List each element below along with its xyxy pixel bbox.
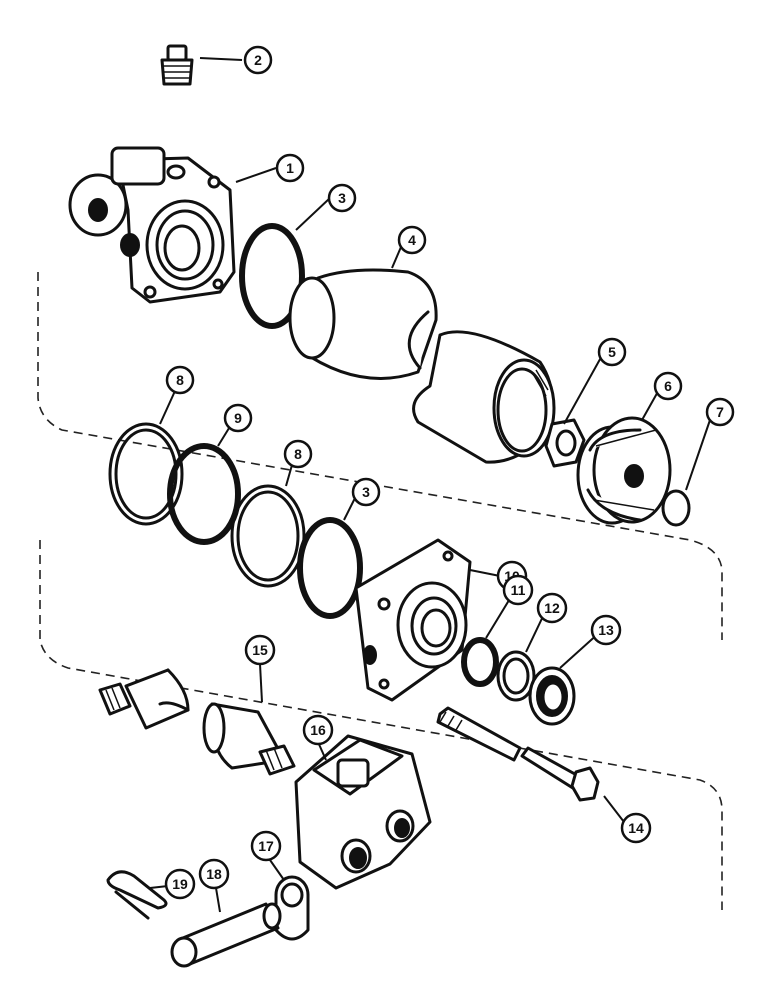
part-plug [160,44,194,86]
callout-13: 13 [590,614,622,646]
group-outline-lower [39,540,723,910]
callout-3-lower: 3 [351,477,381,507]
part-cylinder-tube [288,268,556,464]
part-rod-backup-ring [496,650,536,702]
svg-text:14: 14 [628,820,644,836]
callout-15: 15 [244,634,276,666]
svg-text:16: 16 [310,722,326,738]
part-clevis [294,734,432,890]
part-rod-guide-head [354,538,472,702]
svg-text:12: 12 [544,600,560,616]
part-wiper-seal [528,666,576,726]
svg-text:11: 11 [511,582,526,598]
svg-text:15: 15 [252,642,268,658]
callout-14: 14 [620,812,652,844]
svg-text:5: 5 [608,344,616,360]
svg-text:8: 8 [294,446,302,462]
svg-text:3: 3 [338,190,346,206]
callout-8-left: 8 [165,365,195,395]
part-seal-ring [167,443,241,545]
callout-18: 18 [198,858,230,890]
part-piston-rod [202,702,296,776]
callout-17: 17 [250,830,282,862]
callout-2: 2 [243,45,273,75]
callout-16: 16 [302,714,334,746]
svg-text:2: 2 [254,52,262,68]
svg-text:17: 17 [258,838,274,854]
part-cylinder-head [68,146,236,304]
svg-text:13: 13 [598,622,614,638]
callout-6: 6 [653,371,683,401]
svg-text:4: 4 [408,232,416,248]
callout-4: 4 [397,225,427,255]
callout-3-upper: 3 [327,183,357,213]
part-piston-nut [544,418,586,468]
svg-text:3: 3 [362,484,370,500]
part-bushing [274,875,310,941]
svg-text:7: 7 [716,404,724,420]
part-piston [576,416,672,525]
part-o-ring-upper [239,223,305,329]
callout-19: 19 [164,868,196,900]
svg-text:6: 6 [664,378,672,394]
callout-9: 9 [223,403,253,433]
svg-text:9: 9 [234,410,242,426]
callout-5: 5 [597,337,627,367]
part-piston-small-ring [661,489,691,527]
part-backup-ring-right [230,484,306,588]
part-hair-pin-clip [106,870,168,920]
callout-1: 1 [275,153,305,183]
part-clevis-pin [170,902,282,968]
leader-lines [149,57,711,913]
part-rod-seal-ring [461,637,499,687]
svg-text:18: 18 [206,866,222,882]
callout-11: 11 [502,574,534,606]
callout-12: 12 [536,592,568,624]
svg-text:19: 19 [172,876,188,892]
part-rod-end-stub [98,668,190,730]
callout-8-right: 8 [283,439,313,469]
svg-text:8: 8 [176,372,184,388]
callout-7: 7 [705,397,735,427]
part-o-ring-lower [297,517,363,619]
svg-text:1: 1 [286,160,294,176]
part-tie-bolt [436,706,600,802]
